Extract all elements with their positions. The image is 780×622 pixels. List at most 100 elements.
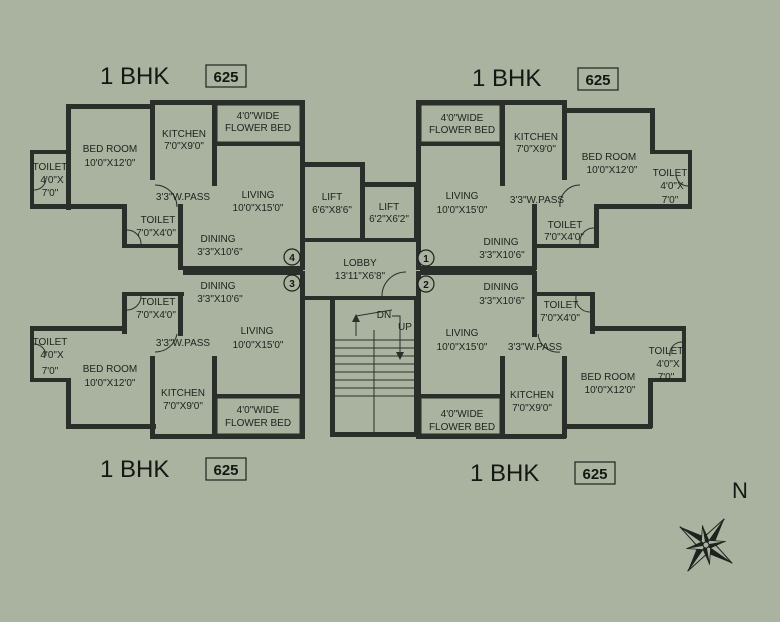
svg-text:3'3"X10'6": 3'3"X10'6" <box>479 296 525 307</box>
room-toilet: TOILET 4'0"X 7'0" <box>33 162 68 199</box>
area-value: 625 <box>213 69 238 86</box>
svg-text:10'0"X12'0": 10'0"X12'0" <box>585 385 636 396</box>
compass-rose-icon: N <box>679 478 748 572</box>
room-living: LIVING 10'0"X15'0" <box>437 328 488 353</box>
svg-text:FLOWER BED: FLOWER BED <box>225 123 291 134</box>
svg-text:10'0"X12'0": 10'0"X12'0" <box>85 378 136 389</box>
north-label: N <box>732 478 748 503</box>
area-box <box>577 67 619 91</box>
svg-text:TOILET: TOILET <box>653 168 688 179</box>
room-flower-bed: 4'0"WIDE FLOWER BED <box>225 111 291 134</box>
room-dining: DINING 3'3"X10'6" <box>479 237 525 261</box>
room-passage: 3'3"W.PASS <box>156 192 211 203</box>
room-kitchen: KITCHEN 7'0"X9'0" <box>162 129 206 152</box>
svg-text:3'3"X10'6": 3'3"X10'6" <box>479 250 525 261</box>
svg-text:6'6"X8'6": 6'6"X8'6" <box>312 205 352 216</box>
svg-text:BED ROOM: BED ROOM <box>581 372 635 383</box>
unit-type-label: 1 BHK <box>470 460 539 487</box>
room-lift: LIFT 6'6"X8'6" <box>312 192 352 216</box>
svg-text:KITCHEN: KITCHEN <box>161 388 205 399</box>
svg-text:LIFT: LIFT <box>379 202 400 213</box>
stairs-up-label: UP <box>398 322 412 333</box>
svg-text:4'0"X: 4'0"X <box>660 181 684 192</box>
room-flower-bed: 4'0"WIDE FLOWER BED <box>429 409 495 433</box>
area-box <box>205 64 247 88</box>
unit-title-bottom-left: 1 BHK 625 <box>100 456 247 483</box>
room-toilet: TOILET 7'0"X4'0" <box>136 215 176 239</box>
svg-text:TOILET: TOILET <box>141 215 176 226</box>
svg-text:7'0": 7'0" <box>662 195 679 206</box>
svg-text:FLOWER BED: FLOWER BED <box>429 422 495 433</box>
unit-type-label: 1 BHK <box>472 65 541 92</box>
svg-text:7'0"X4'0": 7'0"X4'0" <box>544 232 584 243</box>
svg-text:4'0"WIDE: 4'0"WIDE <box>237 111 280 122</box>
area-value: 625 <box>585 72 610 89</box>
svg-text:LIVING: LIVING <box>242 190 275 201</box>
svg-text:LIVING: LIVING <box>241 326 274 337</box>
room-toilet: TOILET 7'0"X4'0" <box>540 300 580 324</box>
svg-text:13'11"X6'8": 13'11"X6'8" <box>335 271 386 282</box>
svg-text:10'0"X15'0": 10'0"X15'0" <box>437 342 488 353</box>
flat-number-circle-3 <box>283 274 301 292</box>
flat-number-circle-2 <box>417 275 435 293</box>
unit-type-label: 1 BHK <box>100 456 169 483</box>
svg-text:TOILET: TOILET <box>33 162 68 173</box>
svg-text:10'0"X12'0": 10'0"X12'0" <box>587 165 638 176</box>
flat-number-1: 1 <box>423 254 429 265</box>
room-bedroom: BED ROOM 10'0"X12'0" <box>581 372 636 396</box>
svg-text:TOILET: TOILET <box>548 220 583 231</box>
svg-text:7'0"X4'0": 7'0"X4'0" <box>136 310 176 321</box>
flat-number-circle-4 <box>283 248 301 266</box>
room-bedroom: BED ROOM 10'0"X12'0" <box>83 364 137 389</box>
room-toilet: TOILET 4'0"X 7'0" <box>653 168 688 206</box>
svg-text:10'0"X15'0": 10'0"X15'0" <box>233 340 284 351</box>
svg-text:4'0"X: 4'0"X <box>40 175 64 186</box>
svg-text:7'0"X9'0": 7'0"X9'0" <box>512 403 552 414</box>
room-toilet: TOILET 7'0"X4'0" <box>544 220 584 243</box>
room-toilet: TOILET 4'0"X 7'0" <box>649 346 684 383</box>
room-dining: DINING 3'3"X10'6" <box>197 234 243 258</box>
flat-number-circle-1 <box>417 249 435 267</box>
svg-text:TOILET: TOILET <box>649 346 684 357</box>
svg-text:DINING: DINING <box>201 234 236 245</box>
svg-text:DINING: DINING <box>484 237 519 248</box>
unit-title-top-right: 1 BHK 625 <box>472 65 619 92</box>
svg-text:7'0"X4'0": 7'0"X4'0" <box>540 313 580 324</box>
room-passage: 3'3"W.PASS <box>156 338 211 349</box>
svg-text:3'3"X10'6": 3'3"X10'6" <box>197 294 243 305</box>
room-dining: DINING 3'3"X10'6" <box>197 281 243 305</box>
room-flower-bed: 4'0"WIDE FLOWER BED <box>225 405 291 429</box>
details <box>33 104 689 435</box>
svg-text:4'0"X: 4'0"X <box>40 350 64 361</box>
room-passage: 3'3"W.PASS <box>508 342 563 353</box>
svg-text:7'0"X9'0": 7'0"X9'0" <box>163 401 203 412</box>
svg-text:4'0"X: 4'0"X <box>656 359 680 370</box>
svg-text:10'0"X15'0": 10'0"X15'0" <box>437 205 488 216</box>
svg-text:BED ROOM: BED ROOM <box>83 364 137 375</box>
room-labels: BED ROOM 10'0"X12'0" KITCHEN 7'0"X9'0" 4… <box>33 111 688 433</box>
room-living: LIVING 10'0"X15'0" <box>233 190 284 214</box>
flat-number-2: 2 <box>423 280 429 291</box>
area-value: 625 <box>582 466 607 483</box>
svg-text:FLOWER BED: FLOWER BED <box>225 418 291 429</box>
svg-text:LOBBY: LOBBY <box>343 258 377 269</box>
room-lobby: LOBBY 13'11"X6'8" <box>335 258 386 282</box>
area-box <box>574 461 616 485</box>
svg-text:7'0": 7'0" <box>658 372 675 383</box>
svg-text:LIFT: LIFT <box>322 192 343 203</box>
flat-number-3: 3 <box>289 279 295 290</box>
stairs-down-label: DN <box>377 310 391 321</box>
svg-text:DINING: DINING <box>484 282 519 293</box>
svg-text:7'0"X4'0": 7'0"X4'0" <box>136 228 176 239</box>
svg-text:TOILET: TOILET <box>544 300 579 311</box>
room-bedroom: BED ROOM 10'0"X12'0" <box>582 152 638 176</box>
svg-text:KITCHEN: KITCHEN <box>510 390 554 401</box>
svg-text:TOILET: TOILET <box>141 297 176 308</box>
svg-text:3'3"X10'6": 3'3"X10'6" <box>197 247 243 258</box>
unit-title-bottom-right: 1 BHK 625 <box>470 460 616 487</box>
svg-text:10'0"X12'0": 10'0"X12'0" <box>85 158 136 169</box>
svg-text:7'0"X9'0": 7'0"X9'0" <box>164 141 204 152</box>
svg-text:FLOWER BED: FLOWER BED <box>429 125 495 136</box>
area-box <box>205 457 247 481</box>
